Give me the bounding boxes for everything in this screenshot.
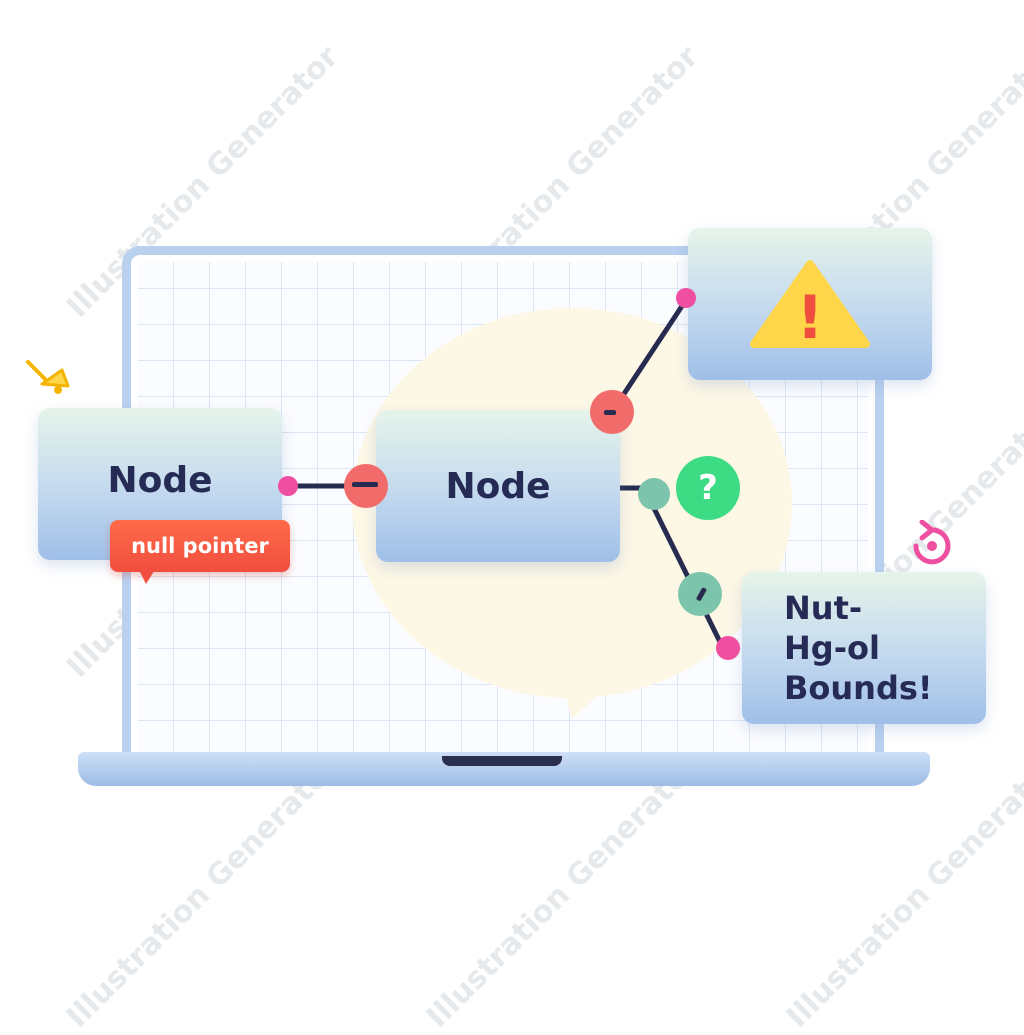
out-of-bounds-message: Nut- Hg-ol Bounds! [784,588,932,708]
warning-mark: ! [796,283,823,350]
bounds-line: Nut- [784,589,863,627]
warning-triangle-icon: ! [750,260,870,350]
port-warning-in [676,288,696,308]
sparkle-lamp-icon [26,360,70,394]
laptop-notch [442,756,562,766]
node-card-middle[interactable]: Node [376,410,620,562]
question-badge[interactable]: ? [676,456,740,520]
bounds-line: Bounds! [784,669,933,707]
connector-mid-warning [609,297,689,415]
error-label-tail [138,568,156,584]
node-label: Node [445,465,551,507]
port-bounds-in [716,636,740,660]
node-label: Node [107,459,213,501]
error-label-text: null pointer [131,534,269,558]
refresh-icon [913,520,951,565]
question-mark: ? [698,468,718,508]
out-of-bounds-card[interactable]: Nut- Hg-ol Bounds! [742,572,986,724]
port-left-out [278,476,298,496]
null-pointer-label: null pointer [110,520,290,572]
port-middle-right [638,478,670,510]
warning-card[interactable]: ! [688,228,932,380]
bounds-line: Hg-ol [784,629,880,667]
